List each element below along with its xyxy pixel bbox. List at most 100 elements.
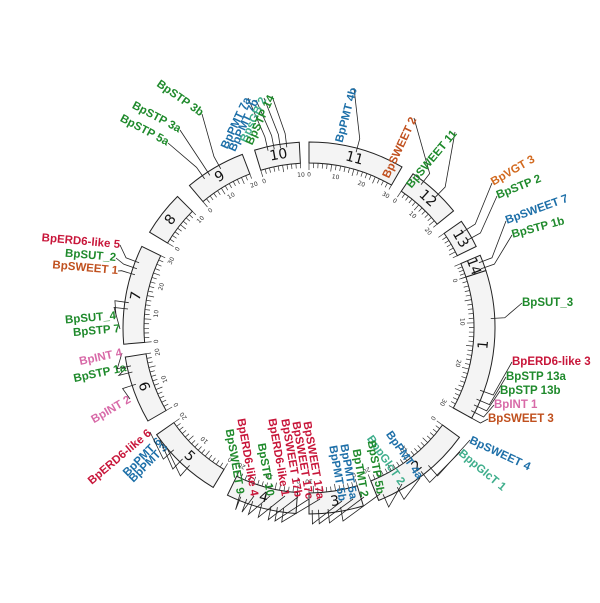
scale-tick (448, 251, 456, 256)
scale-tick (144, 309, 151, 311)
chromosome-14: 14 (454, 254, 487, 279)
gene-connector (318, 498, 354, 525)
scale-tick-label: 20 (157, 282, 166, 291)
scale-tick (282, 165, 285, 173)
scale-tick (448, 247, 454, 251)
scale-tick (334, 483, 336, 491)
scale-tick (400, 459, 404, 464)
scale-tick (249, 173, 252, 179)
scale-tick-label: 10 (398, 443, 408, 453)
gene-label: BpSTP 7 (73, 323, 121, 339)
scale-tick (376, 178, 380, 184)
gene-connector (117, 270, 136, 276)
scale-tick (405, 452, 411, 459)
scale-tick-label: 20 (454, 359, 463, 368)
scale-tick-label: 0 (207, 207, 215, 215)
gene-connector (201, 113, 222, 170)
scale-tick (213, 193, 217, 198)
gene-connector (235, 493, 242, 510)
scale-tick (151, 374, 157, 377)
scale-tick-label: 10 (153, 309, 161, 317)
gene-connector (281, 498, 321, 523)
scale-tick (464, 299, 472, 302)
scale-tick (380, 180, 384, 186)
scale-tick (188, 435, 194, 441)
gene-connector (413, 117, 431, 185)
gene-label: BpSTP 13a (506, 371, 566, 383)
scale-tick (202, 201, 208, 208)
scale-tick (343, 166, 346, 172)
gene-connector (420, 451, 461, 484)
gene-marker: BpSWEET 11 (404, 128, 460, 198)
gene-marker: BpPMT 4b (334, 86, 361, 153)
chromosome-number: 11 (344, 148, 365, 168)
scale-tick (265, 482, 268, 488)
scale-tick (413, 204, 420, 211)
scale-tick (367, 474, 372, 482)
gene-marker: BpSWEET 3 (467, 413, 554, 425)
scale-tick (401, 193, 406, 199)
chromosome-number: 7 (128, 290, 145, 302)
scale-tick-label: 10 (458, 318, 465, 326)
scale-tick (347, 483, 350, 489)
scale-tick (176, 423, 181, 427)
gene-label: BpINT 1 (494, 399, 538, 411)
scale-tick (338, 485, 341, 491)
scale-tick (169, 238, 175, 243)
scale-tick (151, 277, 157, 280)
scale-tick (458, 269, 464, 273)
scale-tick (326, 163, 328, 170)
scale-tick-label: 30 (167, 256, 177, 266)
scale-tick-label: 30 (438, 397, 448, 407)
gene-connector (435, 131, 456, 198)
scale-tick (223, 463, 228, 470)
scale-tick (432, 428, 438, 433)
scale-tick (461, 376, 467, 379)
chromosome-box (122, 245, 162, 345)
scale-tick (179, 426, 184, 431)
scale-tick (291, 163, 293, 169)
scale-tick (420, 442, 425, 447)
scale-tick (194, 443, 199, 448)
scale-tick (457, 266, 463, 270)
gene-connector (114, 300, 129, 317)
chromosome-box (400, 173, 455, 225)
scale-tick (387, 464, 392, 472)
scale-tick-label: 20 (154, 347, 162, 356)
scale-tick (240, 473, 244, 479)
scale-tick (448, 405, 454, 409)
scale-tick-label: 0 (391, 197, 398, 205)
scale-tick (219, 462, 224, 468)
scale-tick (464, 363, 470, 365)
gene-connector (467, 195, 498, 241)
scale-tick (209, 195, 214, 201)
scale-tick-label: 10 (265, 471, 274, 480)
gene-connector (247, 495, 271, 516)
scale-tick (438, 233, 445, 238)
scale-tick (264, 168, 267, 174)
scale-tick (212, 457, 216, 463)
gene-connector (478, 220, 507, 264)
gene-connector (119, 244, 140, 264)
gene-marker: BpERD6-like 3 (479, 356, 591, 396)
scale-tick-label: 10 (407, 210, 417, 220)
scale-tick (182, 430, 187, 434)
scale-tick (244, 475, 248, 481)
gene-connector (159, 439, 183, 470)
scale-tick (368, 174, 372, 180)
scale-tick (192, 211, 197, 216)
scale-tick-label: 0 (451, 278, 459, 284)
scale-tick (152, 378, 158, 382)
scale-tick (236, 471, 240, 477)
gene-connector (267, 496, 299, 521)
scale-tick (208, 454, 213, 460)
scale-tick (410, 451, 415, 456)
gene-connector (116, 352, 132, 370)
scale-tick (260, 170, 264, 178)
scale-tick (466, 345, 474, 347)
scale-tick-label: 30 (380, 191, 390, 201)
